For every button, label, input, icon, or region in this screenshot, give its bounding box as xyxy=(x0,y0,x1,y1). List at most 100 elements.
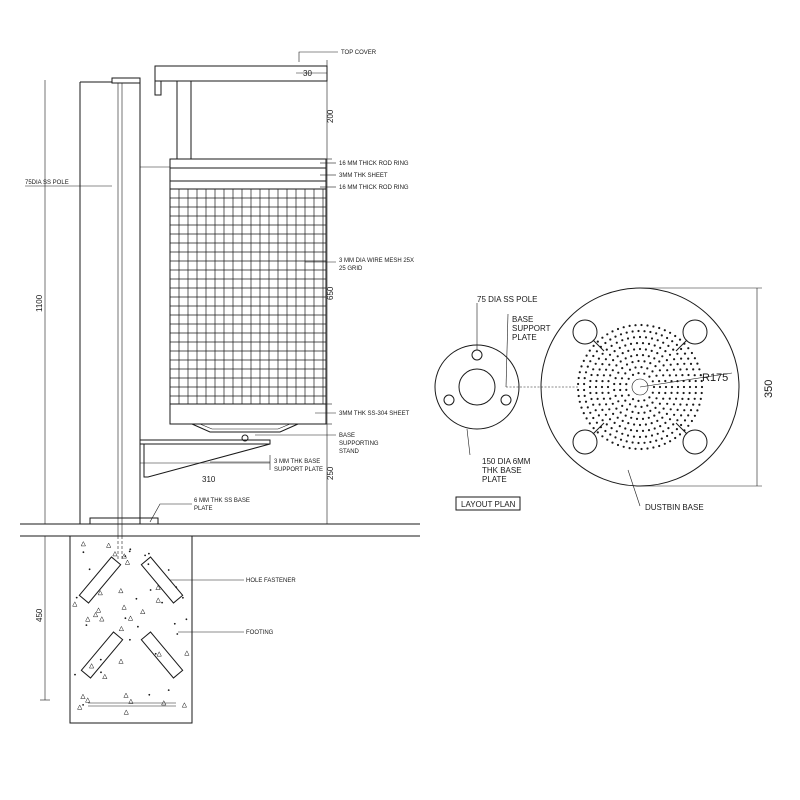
perforation-hole xyxy=(628,447,631,450)
perforation-hole xyxy=(675,397,678,400)
perforation-hole xyxy=(616,355,619,358)
perforation-hole xyxy=(638,335,642,339)
perforation-hole xyxy=(681,374,684,377)
aggregate-stone xyxy=(77,704,83,710)
perforation-hole xyxy=(641,342,645,345)
aggregate-speck xyxy=(124,617,127,620)
perforation-hole xyxy=(668,397,671,400)
perforation-hole xyxy=(658,411,661,414)
perforation-hole xyxy=(655,332,658,335)
perforation-hole xyxy=(698,403,701,406)
perforation-hole xyxy=(699,374,702,377)
perforation-hole xyxy=(694,385,698,389)
perforation-hole xyxy=(595,391,598,395)
perforation-hole xyxy=(673,413,676,416)
perforation-hole xyxy=(616,327,620,331)
perforation-hole xyxy=(601,408,604,411)
perforation-hole xyxy=(606,385,610,389)
perforation-hole xyxy=(590,397,593,401)
perforation-hole xyxy=(634,405,637,408)
perforation-hole xyxy=(644,435,648,438)
perforation-hole xyxy=(692,368,695,371)
perforation-hole xyxy=(646,447,649,450)
perforation-hole xyxy=(687,414,690,417)
perforation-hole xyxy=(635,342,639,345)
perforation-hole xyxy=(592,427,595,430)
label-base-support-plate-2: SUPPORT PLATE xyxy=(274,467,323,473)
perforation-hole xyxy=(676,408,679,411)
aggregate-speck xyxy=(148,552,150,555)
perforation-hole xyxy=(660,437,663,440)
perforation-hole xyxy=(619,333,623,336)
perforation-hole xyxy=(611,402,614,405)
perforation-hole xyxy=(584,371,588,374)
perforation-hole xyxy=(666,369,669,372)
perforation-hole xyxy=(609,374,612,377)
label-base-stand-2: SUPPORTING xyxy=(339,441,379,447)
perforation-hole xyxy=(627,394,630,397)
perforation-hole xyxy=(599,345,603,348)
perforation-hole xyxy=(615,407,618,410)
elevation-view: 30 200 650 250 1100 450 310 xyxy=(20,50,420,724)
perforation-hole xyxy=(658,326,661,330)
perforation-hole xyxy=(644,336,648,339)
perforation-hole xyxy=(671,340,674,343)
perforation-hole xyxy=(658,380,661,383)
perforation-hole xyxy=(670,380,673,383)
label-rod-ring-2: 16 MM THICK ROD RING xyxy=(339,185,409,191)
perforation-hole xyxy=(605,368,608,371)
perforation-hole xyxy=(624,344,627,347)
plan-label-base-plate-3: PLATE xyxy=(482,475,507,484)
perforation-hole xyxy=(659,425,662,428)
aggregate-stone xyxy=(184,650,190,656)
perforation-hole xyxy=(622,326,625,329)
perforation-hole xyxy=(586,406,589,409)
perforation-hole xyxy=(625,383,628,386)
perforation-hole xyxy=(618,346,621,349)
aggregate-speck xyxy=(148,693,151,696)
perforation-hole xyxy=(608,418,612,421)
perforation-hole xyxy=(580,406,583,409)
perforation-hole xyxy=(621,419,624,422)
aggregate-stone xyxy=(121,553,127,559)
aggregate-speck xyxy=(137,625,139,628)
aggregate-stone xyxy=(118,625,124,632)
perforation-hole xyxy=(655,374,658,377)
perforation-hole xyxy=(659,346,662,349)
perforation-hole xyxy=(612,412,615,415)
perforation-hole xyxy=(672,368,676,371)
perforation-pattern xyxy=(577,323,704,451)
perforation-hole xyxy=(658,369,662,372)
perforation-hole xyxy=(632,336,636,339)
aggregate-stone xyxy=(127,615,134,621)
dim-stand-height: 250 xyxy=(326,466,335,480)
aggregate-stone xyxy=(128,698,134,704)
perforation-hole xyxy=(577,388,580,392)
perforation-hole xyxy=(624,357,627,360)
plan-base-plate xyxy=(434,344,578,430)
perforation-hole xyxy=(640,405,643,408)
perforation-hole xyxy=(672,403,676,406)
perforation-hole xyxy=(621,339,624,342)
perforation-hole xyxy=(647,429,651,432)
perforation-hole xyxy=(614,377,617,380)
perforation-hole xyxy=(596,374,599,377)
plan-label-base-plate-1: 150 DIA 6MM xyxy=(482,457,531,466)
perforation-hole xyxy=(640,323,643,327)
perforation-hole xyxy=(629,429,633,432)
perforation-hole xyxy=(650,337,654,340)
perforation-hole xyxy=(665,359,669,362)
perforation-hole xyxy=(687,347,690,350)
perforation-hole xyxy=(598,403,601,406)
perforation-hole xyxy=(633,348,636,351)
perforation-hole xyxy=(631,373,635,376)
perforation-hole xyxy=(594,362,597,365)
perforation-hole xyxy=(698,368,701,371)
perforation-hole xyxy=(646,367,649,370)
perforation-hole xyxy=(651,370,654,373)
perforation-hole xyxy=(600,385,604,389)
perforation-hole xyxy=(688,379,691,383)
perforation-hole xyxy=(618,425,621,428)
plan-dustbin-base xyxy=(540,287,740,487)
ss-base-plate xyxy=(89,517,159,525)
